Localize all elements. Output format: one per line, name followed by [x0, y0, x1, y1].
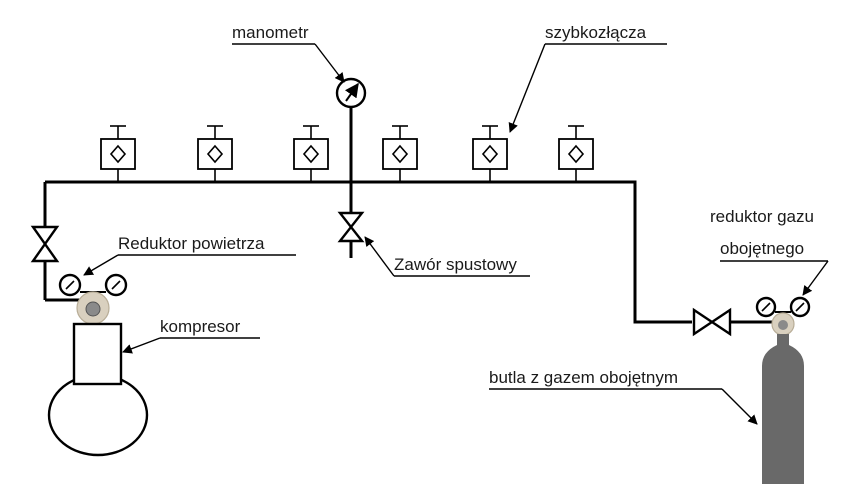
manometer-gauge — [335, 77, 367, 109]
label-kompresor-text: kompresor — [160, 317, 241, 336]
gas-regulator — [755, 296, 811, 336]
compressor — [47, 322, 149, 457]
label-zawor-spustowy: Zawór spustowy — [364, 236, 530, 277]
label-manometr-text: manometr — [232, 23, 309, 42]
quick-coupler-3 — [293, 125, 329, 182]
label-zawor-spustowy-text: Zawór spustowy — [394, 255, 517, 274]
valve-compressor — [30, 225, 60, 263]
label-reduktor-gazu-line1: reduktor gazu — [710, 207, 814, 226]
pipe-network — [43, 106, 776, 324]
label-szybkozlacza-text: szybkozłącza — [545, 23, 647, 42]
quick-coupler-6 — [558, 125, 594, 182]
quick-coupler-1 — [100, 125, 136, 182]
label-manometr: manometr — [232, 23, 345, 83]
label-reduktor-gazu: reduktor gazu obojętnego — [710, 207, 829, 296]
air-regulator — [58, 273, 128, 325]
quick-coupler-5 — [472, 125, 508, 182]
label-szybkozlacza: szybkozłącza — [508, 23, 667, 133]
label-reduktor-powietrza: Reduktor powietrza — [83, 234, 296, 276]
quick-coupler-2 — [197, 125, 233, 182]
drain-valve — [337, 211, 365, 243]
label-reduktor-powietrza-text: Reduktor powietrza — [118, 234, 265, 253]
quick-couplers — [100, 125, 594, 182]
label-reduktor-gazu-line2: obojętnego — [720, 239, 804, 258]
label-kompresor: kompresor — [122, 317, 260, 354]
label-butla: butla z gazem obojętnym — [489, 368, 758, 425]
gas-cylinder — [762, 334, 804, 484]
label-butla-text: butla z gazem obojętnym — [489, 368, 678, 387]
valve-gas — [692, 307, 732, 337]
quick-coupler-4 — [382, 125, 418, 182]
